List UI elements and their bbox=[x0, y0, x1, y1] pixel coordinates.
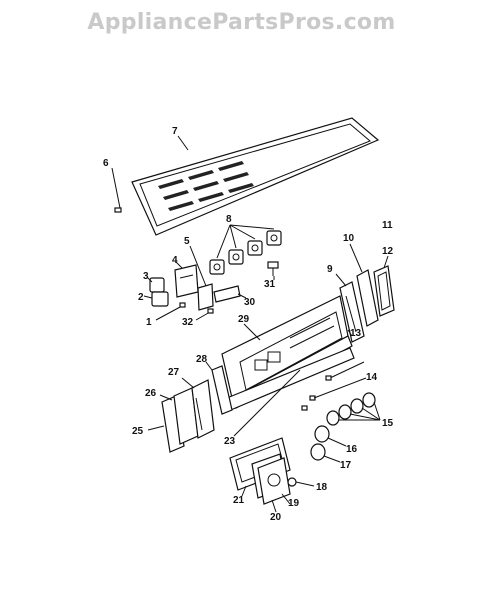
part-13-screw bbox=[325, 361, 365, 381]
callout-19: 19 bbox=[288, 498, 300, 509]
callout-3: 3 bbox=[143, 271, 149, 282]
part-10-end-cap bbox=[356, 269, 379, 327]
part-20-clock-lens bbox=[257, 457, 291, 505]
callout-21: 21 bbox=[233, 495, 245, 506]
part-8-switches bbox=[209, 224, 282, 275]
callout-14: 14 bbox=[366, 372, 378, 383]
callout-30: 30 bbox=[244, 297, 256, 308]
callout-5: 5 bbox=[184, 236, 190, 247]
part-1-screw bbox=[155, 302, 186, 321]
part-6-screw bbox=[111, 167, 122, 213]
part-14-screws bbox=[301, 395, 316, 411]
part-27-end-cap bbox=[191, 379, 215, 439]
callout-9: 9 bbox=[327, 264, 333, 275]
part-4-switch-housing bbox=[174, 264, 199, 298]
callout-26: 26 bbox=[145, 388, 157, 399]
callout-16: 16 bbox=[346, 444, 358, 455]
part-31-bracket bbox=[267, 261, 279, 276]
part-25-end-cap bbox=[161, 395, 185, 453]
callout-20: 20 bbox=[270, 512, 282, 523]
part-2-switch bbox=[151, 291, 169, 307]
callout-7: 7 bbox=[172, 126, 178, 137]
part-12-end-cap bbox=[373, 265, 395, 317]
part-15-knobs bbox=[326, 392, 381, 426]
part-5-bracket bbox=[189, 245, 214, 311]
part-17-knob bbox=[310, 443, 341, 463]
callout-18: 18 bbox=[316, 482, 328, 493]
callout-8: 8 bbox=[226, 214, 232, 225]
callout-12: 12 bbox=[382, 246, 394, 257]
part-30-bracket bbox=[213, 285, 247, 303]
callout-27: 27 bbox=[168, 367, 180, 378]
callout-labels: 1 2 3 4 5 6 7 8 9 10 11 12 13 14 15 16 1… bbox=[103, 126, 394, 523]
part-3-switch bbox=[149, 277, 165, 293]
callout-2: 2 bbox=[138, 292, 144, 303]
callout-1: 1 bbox=[146, 317, 152, 328]
callout-31: 31 bbox=[264, 279, 276, 290]
part-28-side bbox=[211, 365, 233, 415]
watermark-text: AppliancePartsPros.com bbox=[87, 10, 396, 35]
callout-11: 11 bbox=[382, 220, 393, 231]
callout-23: 23 bbox=[224, 436, 236, 447]
callout-15: 15 bbox=[382, 418, 394, 429]
part-32-screw bbox=[195, 308, 214, 321]
callout-29: 29 bbox=[238, 314, 250, 325]
callout-32: 32 bbox=[182, 317, 194, 328]
callout-4: 4 bbox=[172, 255, 178, 266]
callout-13: 13 bbox=[350, 328, 362, 339]
callout-25: 25 bbox=[132, 426, 144, 437]
callout-6: 6 bbox=[103, 158, 109, 169]
part-18-clock-knob bbox=[287, 477, 315, 487]
part-16-knob bbox=[314, 425, 347, 447]
callout-28: 28 bbox=[196, 354, 208, 365]
part-9-side-bracket bbox=[339, 281, 365, 343]
callout-17: 17 bbox=[340, 460, 352, 471]
leader-lines bbox=[143, 135, 389, 513]
part-7-vent-panel bbox=[131, 117, 380, 236]
callout-10: 10 bbox=[343, 233, 355, 244]
